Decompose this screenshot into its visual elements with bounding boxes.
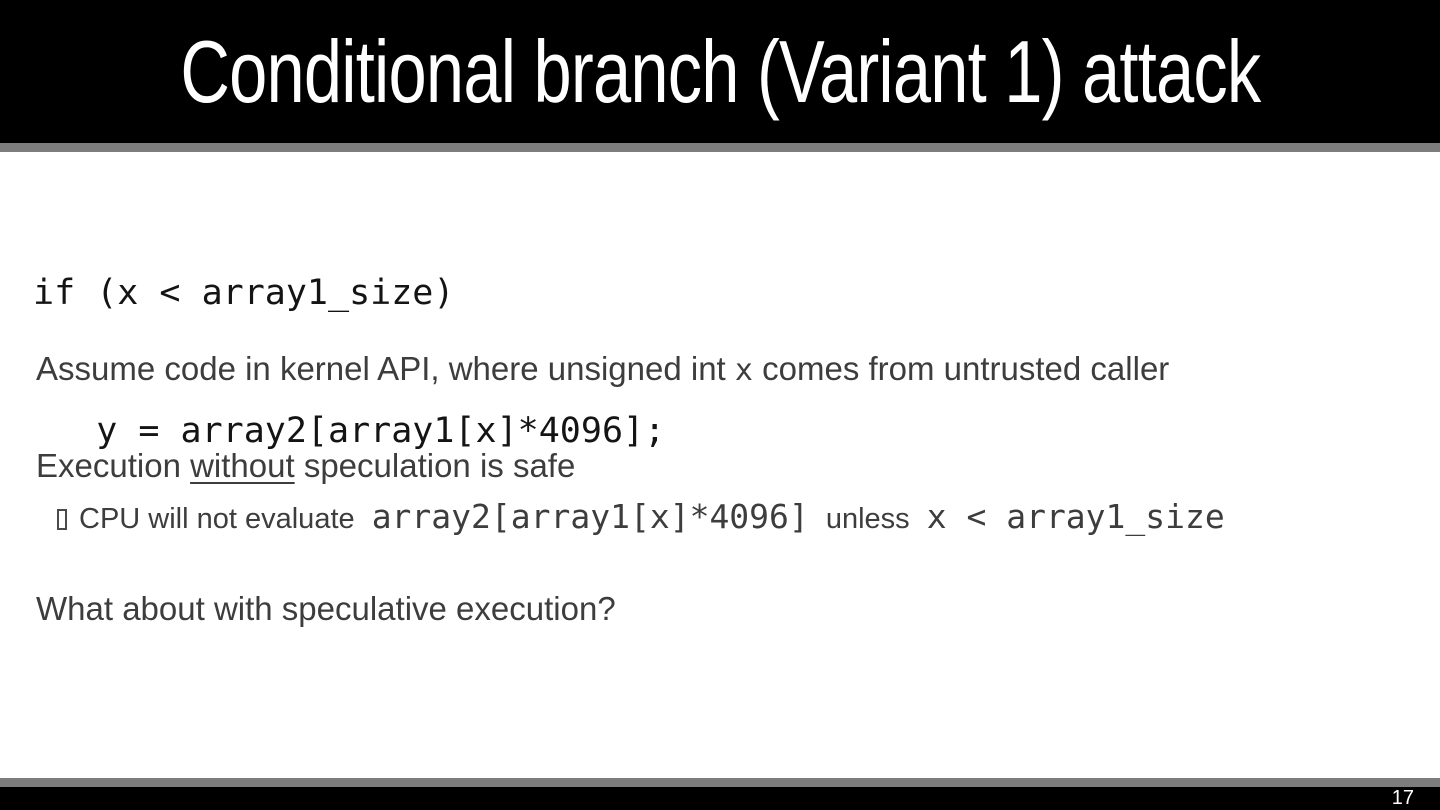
missing-glyph-bullet-icon	[57, 509, 67, 530]
slide-title: Conditional branch (Variant 1) attack	[179, 21, 1261, 121]
code-line-2: y = array2[array1[x]*4096];	[33, 411, 666, 451]
execution-underlined-word: without	[190, 447, 295, 484]
assume-inline-code-x: x	[734, 353, 753, 388]
footer-bar: 17	[0, 787, 1440, 810]
code-block: if (x < array1_size) y = array2[array1[x…	[33, 178, 665, 546]
question-line: What about with speculative execution?	[36, 590, 616, 627]
bullet-text-middle: unless	[817, 503, 918, 535]
execution-line: Execution without speculation is safe	[36, 447, 575, 485]
bullet-inline-code-array2: array2[array1[x]*4096]	[371, 497, 809, 536]
execution-text-suffix: speculation is safe	[294, 447, 576, 484]
assume-text-suffix: comes from untrusted caller	[752, 350, 1170, 387]
assume-line: Assume code in kernel API, where unsigne…	[36, 350, 1169, 388]
bullet-text-before: CPU will not evaluate	[79, 503, 363, 535]
assume-text-prefix: Assume code in kernel API, where unsigne…	[36, 350, 735, 387]
code-line-1: if (x < array1_size)	[33, 273, 455, 313]
execution-text-prefix: Execution	[36, 447, 191, 484]
top-divider	[0, 143, 1440, 152]
bullet-line: CPU will not evaluate array2[array1[x]*4…	[57, 497, 1234, 536]
bottom-divider	[0, 778, 1440, 787]
header-bar: Conditional branch (Variant 1) attack	[0, 0, 1440, 143]
page-number: 17	[1391, 787, 1414, 809]
bullet-inline-code-condition: x < array1_size	[926, 497, 1225, 536]
